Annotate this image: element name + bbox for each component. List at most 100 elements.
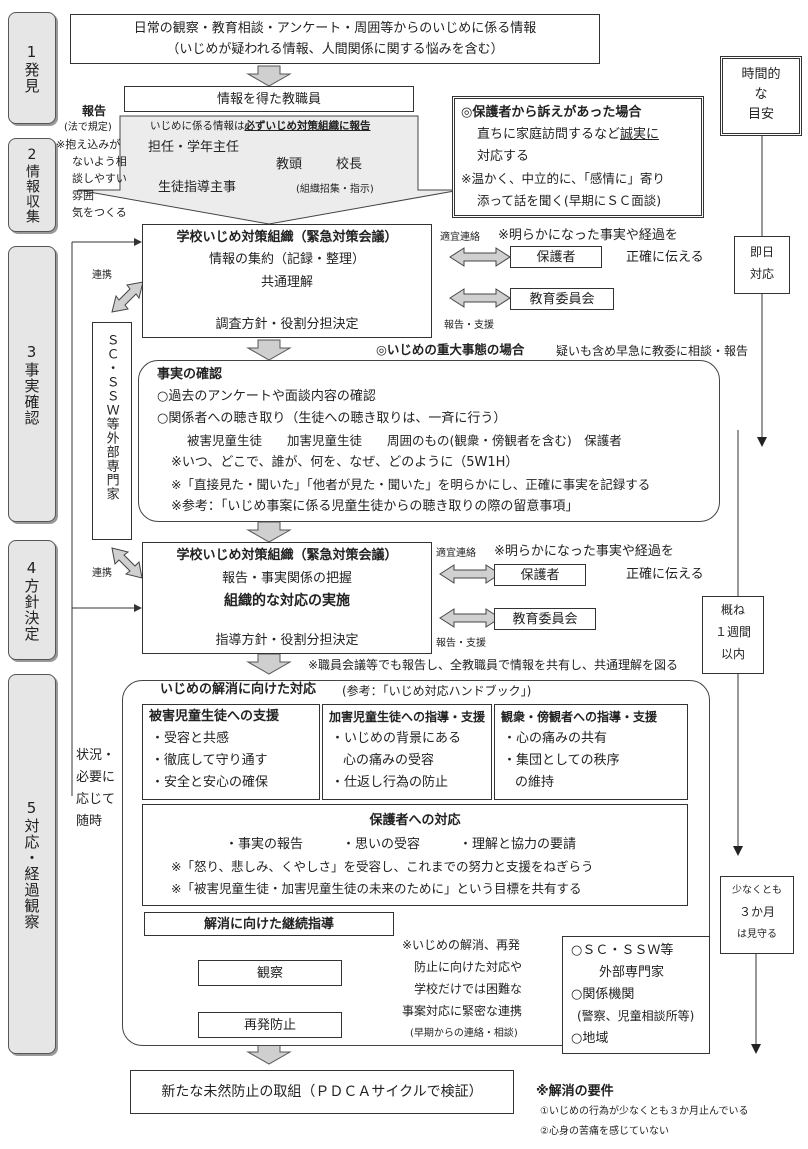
org1-line: 共通理解 [260,275,313,290]
time-label: 以内 [720,647,745,661]
external-line: ○ＳＣ・ＳＳＷ等 [571,943,674,958]
requirements-item: ②心身の苦痛を感じていない [540,1126,669,1137]
time-label: は見守る [737,929,777,940]
time-header-line: 時間的 [741,67,781,82]
hogosha-box-2: 保護者 [494,564,586,586]
observe-label: 観察 [256,966,283,981]
org2-emphasis: 組織的な対応の実施 [224,593,350,609]
new-prevention-label: 新たな未然防止の取組（ＰＤＣＡサイクルで検証） [161,1084,483,1100]
resolve-title: いじめの解消に向けた対応 [160,682,317,697]
status-note-line: 状況・ [76,748,116,763]
parents-line: ※「被害児童生徒・加害児童生徒の未来のために」という目標を共有する [171,881,582,896]
complaint-line: 添って話を聞く(早期にＳＣ面談) [477,193,662,208]
offender-item: 心の痛みの受容 [343,753,435,768]
report-note-line: ないよう相 [72,155,127,168]
report-note-line: 気をつくる [72,206,127,219]
prevent-label: 再発防止 [243,1018,296,1033]
kyoiku-label: 教育委員会 [512,612,578,627]
parents-title: 保護者への対応 [369,813,461,828]
new-prevention-box: 新たな未然防止の取組（ＰＤＣＡサイクルで検証） [130,1070,514,1114]
kyoiku-box: 教育委員会 [510,288,614,310]
discovery-line: （いじめが疑われる情報、人間関係に関する悩みを含む） [166,42,504,57]
victim-item: ・受容と共感 [151,731,230,746]
report-note-line: 談しやすい [72,172,127,185]
hogosha-label: 保護者 [520,568,560,583]
phase-label: 5対応・経過観察 [22,798,41,930]
continuing-box: 解消に向けた継続指導 [144,912,394,936]
facts-box: 事実の確認 ○過去のアンケートや面談内容の確認 ○関係者への聴き取り（生徒への聴… [138,360,720,522]
requirements-item: ①いじめの行為が少なくとも３か月止んでいる [540,1106,749,1117]
facts-title: 事実の確認 [157,367,223,382]
time-label: 即日 [749,245,774,259]
complaint-line1-emph: 誠実に [620,127,660,142]
time-label: ３か月 [738,905,775,919]
liaison-clear: ※明らかになった事実や経過を [498,228,678,243]
org2-line: 指導方針・役割分担決定 [215,633,359,648]
time-label: 少なくとも [732,885,782,896]
sc-external-label: ＳＣ・ＳＳＷ等外部専門家 [103,333,119,501]
liaison-seikaku: 正確に伝える [626,250,704,265]
bystander-support-box: 観衆・傍観者への指導・支援 ・心の痛みの共有 ・集団としての秩序 の維持 [494,704,688,800]
external-line: 外部専門家 [599,965,665,980]
discovery-box: 日常の観察・教育相談・アンケート・周囲等からのいじめに係る情報 （いじめが疑われ… [70,14,600,64]
time-label: １週間 [714,625,751,639]
report-title: 報告 [82,104,107,118]
facts-line: ○過去のアンケートや面談内容の確認 [157,389,376,404]
phase-policy: 4方針決定 [8,540,56,660]
liaison-hokoku-2: 報告・支援 [436,638,486,649]
status-note-line: 必要に [76,770,116,785]
report-note-line: ※抱え込みが [56,138,121,151]
phase-response: 5対応・経過観察 [8,674,56,1054]
prevent-box: 再発防止 [198,1012,342,1038]
kyoiku-box-2: 教育委員会 [494,608,596,630]
bystander-item: ・心の痛みの共有 [503,731,608,746]
facts-line: ○関係者への聴き取り（生徒への聴き取りは、一斉に行う） [157,411,507,426]
org1-title: 学校いじめ対策組織（緊急対策会議） [176,230,398,245]
info-header: いじめに係る情報は必ずいじめ対策組織に報告 [150,120,371,133]
parents-line: ※「怒り、悲しみ、くやしさ」を受容し、これまでの努力と支援をねぎらう [171,859,594,874]
complaint-line1: 直ちに家庭訪問するなど [477,127,621,142]
info-header-pre: いじめに係る情報は [150,120,245,132]
bystander-title: 観衆・傍観者への指導・支援 [501,710,658,724]
teacher-box: 情報を得た教職員 [124,86,414,112]
facts-line: 被害児童生徒 加害児童生徒 周囲のもの(観衆・傍観者を含む) 保護者 [187,433,622,448]
info-tanin: 担任・学年主任 [148,140,240,155]
serious-note: 疑いも含め早急に教委に相談・報告 [556,344,749,358]
observe-box: 観察 [198,960,342,986]
phase-discovery: 1発見 [8,12,56,124]
discovery-line: 日常の観察・教育相談・アンケート・周囲等からのいじめに係る情報 [133,21,537,36]
time-header-line: な [754,87,768,102]
facts-line: ※いつ、どこで、誰が、何を、なぜ、どのように（5W1H） [171,455,519,470]
sc-external-box: ＳＣ・ＳＳＷ等外部専門家 [92,322,132,540]
coop-line: 学校だけでは困難な [414,982,523,996]
victim-support-box: 被害児童生徒への支援 ・受容と共感 ・徹底して守り通す ・安全と安心の確保 [142,704,320,800]
status-note-line: 応じて [76,792,116,807]
hogosha-box: 保護者 [510,246,602,268]
complaint-line: 対応する [477,149,530,164]
report-law: (法で規定) [64,122,112,133]
phase-label: 2情報収集 [24,146,40,224]
offender-item: ・いじめの背景にある [331,731,462,746]
kyoiku-label: 教育委員会 [529,292,595,307]
coop-small: (早期からの連絡・相談) [410,1028,518,1039]
victim-item: ・安全と安心の確保 [151,775,269,790]
phase-info-collection: 2情報収集 [8,138,56,232]
facts-line: ※「直接見た・聞いた」「他者が見た・聞いた」を明らかにし、正確に事実を記録する [171,477,651,492]
liaison-clear-2: ※明らかになった事実や経過を [494,544,674,559]
report-note-line: 雰囲 [72,189,94,202]
org1-line: 情報の集約（記録・整理） [208,252,365,267]
teacher-label: 情報を得た教職員 [216,92,321,107]
liaison-seikaku-2: 正確に伝える [626,567,704,582]
bystander-item: の維持 [515,775,555,790]
renkei-label-bottom: 連携 [92,568,112,579]
complaint-line: ※温かく、中立的に、「感情に」寄り [461,171,665,186]
phase-label: 1発見 [22,42,41,94]
info-header-bold: 必ずいじめ対策組織に報告 [244,120,371,132]
bystander-item: ・集団としての秩序 [503,753,620,768]
time-header-box: 時間的 な 目安 [720,56,802,136]
info-kocho: 校長 [336,157,363,172]
parents-line: ・事実の報告 ・思いの受容 ・理解と協力の要請 [225,837,577,852]
offender-support-box: 加害児童生徒への指導・支援 ・いじめの背景にある 心の痛みの受容 ・仕返し行為の… [322,704,492,800]
liaison-tekigi: 適宜連絡 [440,232,480,243]
org2-line: 報告・事実関係の把握 [221,571,352,586]
